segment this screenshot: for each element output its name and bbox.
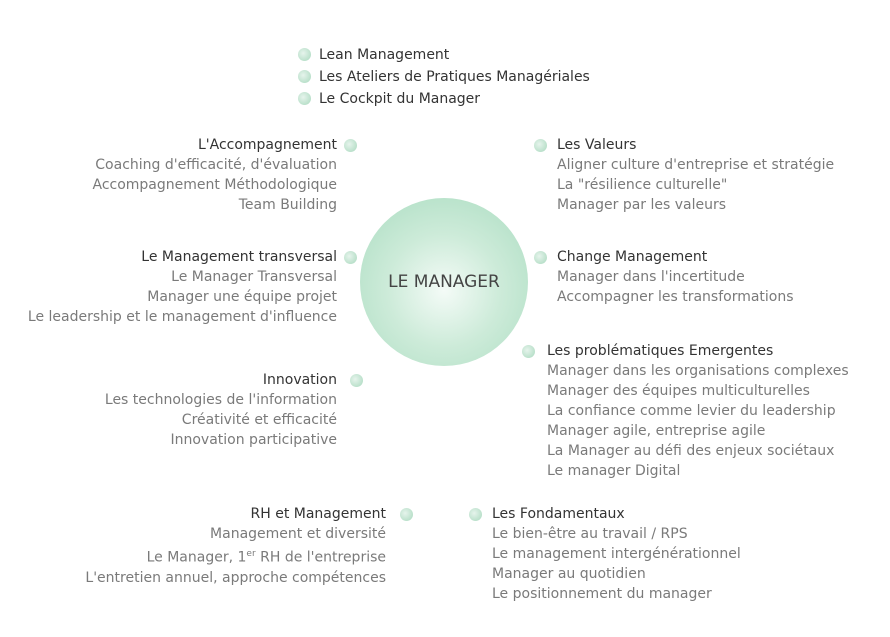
bullet-dot-icon <box>298 92 311 105</box>
group-rh: RH et Management Management et diversité… <box>85 504 386 588</box>
group-emergentes: Les problématiques Emergentes Manager da… <box>547 341 849 481</box>
group-title: Les problématiques Emergentes <box>547 343 774 359</box>
group-item: Aligner culture d'entreprise et stratégi… <box>557 157 835 173</box>
group-fondamentaux: Les Fondamentaux Le bien-être au travail… <box>492 504 741 604</box>
group-title: L'Accompagnement <box>197 137 337 153</box>
group-item: La Manager au défi des enjeux sociétaux <box>547 443 835 459</box>
bullet-dot-icon <box>350 374 363 387</box>
group-item: Manager une équipe projet <box>147 289 337 305</box>
ordinal-suffix: er <box>246 549 256 559</box>
bullet-dot-icon <box>298 70 311 83</box>
bullet-dot-icon <box>344 251 357 264</box>
group-item: Manager dans l'incertitude <box>557 269 745 285</box>
group-change: Change Management Manager dans l'incerti… <box>557 247 794 307</box>
group-transversal: Le Management transversal Le Manager Tra… <box>28 247 337 327</box>
bullet-dot-icon <box>534 251 547 264</box>
group-item: Le Manager, 1er RH de l'entreprise <box>85 544 386 568</box>
group-title: Change Management <box>557 249 708 265</box>
bullet-dot-icon <box>469 508 482 521</box>
center-label: LE MANAGER <box>388 272 500 292</box>
group-item: Le Manager Transversal <box>171 269 337 285</box>
group-item: L'entretien annuel, approche compétences <box>85 569 386 586</box>
group-item: Les technologies de l'information <box>104 392 337 408</box>
bullet-dot-icon <box>522 345 535 358</box>
top-list-item: Les Ateliers de Pratiques Managériales <box>319 69 590 85</box>
group-item: Manager des équipes multiculturelles <box>547 383 810 399</box>
group-item: Innovation participative <box>170 432 337 448</box>
item-text: Le Manager, <box>146 549 238 566</box>
group-accompagnement: L'Accompagnement Coaching d'efficacité, … <box>92 135 337 215</box>
group-item: Manager agile, entreprise agile <box>547 423 766 439</box>
group-valeurs: Les Valeurs Aligner culture d'entreprise… <box>557 135 834 215</box>
group-item: Le manager Digital <box>547 463 681 479</box>
group-item: Le positionnement du manager <box>492 586 712 602</box>
group-title: RH et Management <box>250 506 386 522</box>
center-circle: LE MANAGER <box>360 198 528 366</box>
group-title: Le Management transversal <box>141 249 337 265</box>
bullet-dot-icon <box>534 139 547 152</box>
group-item: Le leadership et le management d'influen… <box>27 309 337 325</box>
ordinal-number: 1 <box>237 549 247 566</box>
group-item: Accompagner les transformations <box>557 289 794 305</box>
group-item: Le management intergénérationnel <box>492 546 741 562</box>
group-item: La confiance comme levier du leadership <box>547 403 836 419</box>
group-item: La "résilience culturelle" <box>557 177 728 193</box>
group-item: Manager dans les organisations complexes <box>547 363 849 379</box>
group-item: Team Building <box>238 197 337 213</box>
group-item: Manager au quotidien <box>492 566 646 582</box>
top-list-item: Le Cockpit du Manager <box>319 91 481 107</box>
top-list: Lean Management Les Ateliers de Pratique… <box>319 44 590 110</box>
bullet-dot-icon <box>298 48 311 61</box>
group-item: Accompagnement Méthodologique <box>92 177 337 193</box>
group-item: Coaching d'efficacité, d'évaluation <box>95 157 337 173</box>
group-innovation: Innovation Les technologies de l'informa… <box>105 370 337 450</box>
top-list-item: Lean Management <box>319 47 450 63</box>
group-title: Les Fondamentaux <box>492 506 625 522</box>
item-text: RH de l'entreprise <box>260 549 386 566</box>
group-item: Management et diversité <box>210 526 386 542</box>
bullet-dot-icon <box>344 139 357 152</box>
group-item: Créativité et efficacité <box>181 412 337 428</box>
group-title: Innovation <box>262 372 337 388</box>
group-item: Manager par les valeurs <box>557 197 727 213</box>
group-title: Les Valeurs <box>557 137 637 153</box>
group-item: Le bien-être au travail / RPS <box>492 526 688 542</box>
bullet-dot-icon <box>400 508 413 521</box>
